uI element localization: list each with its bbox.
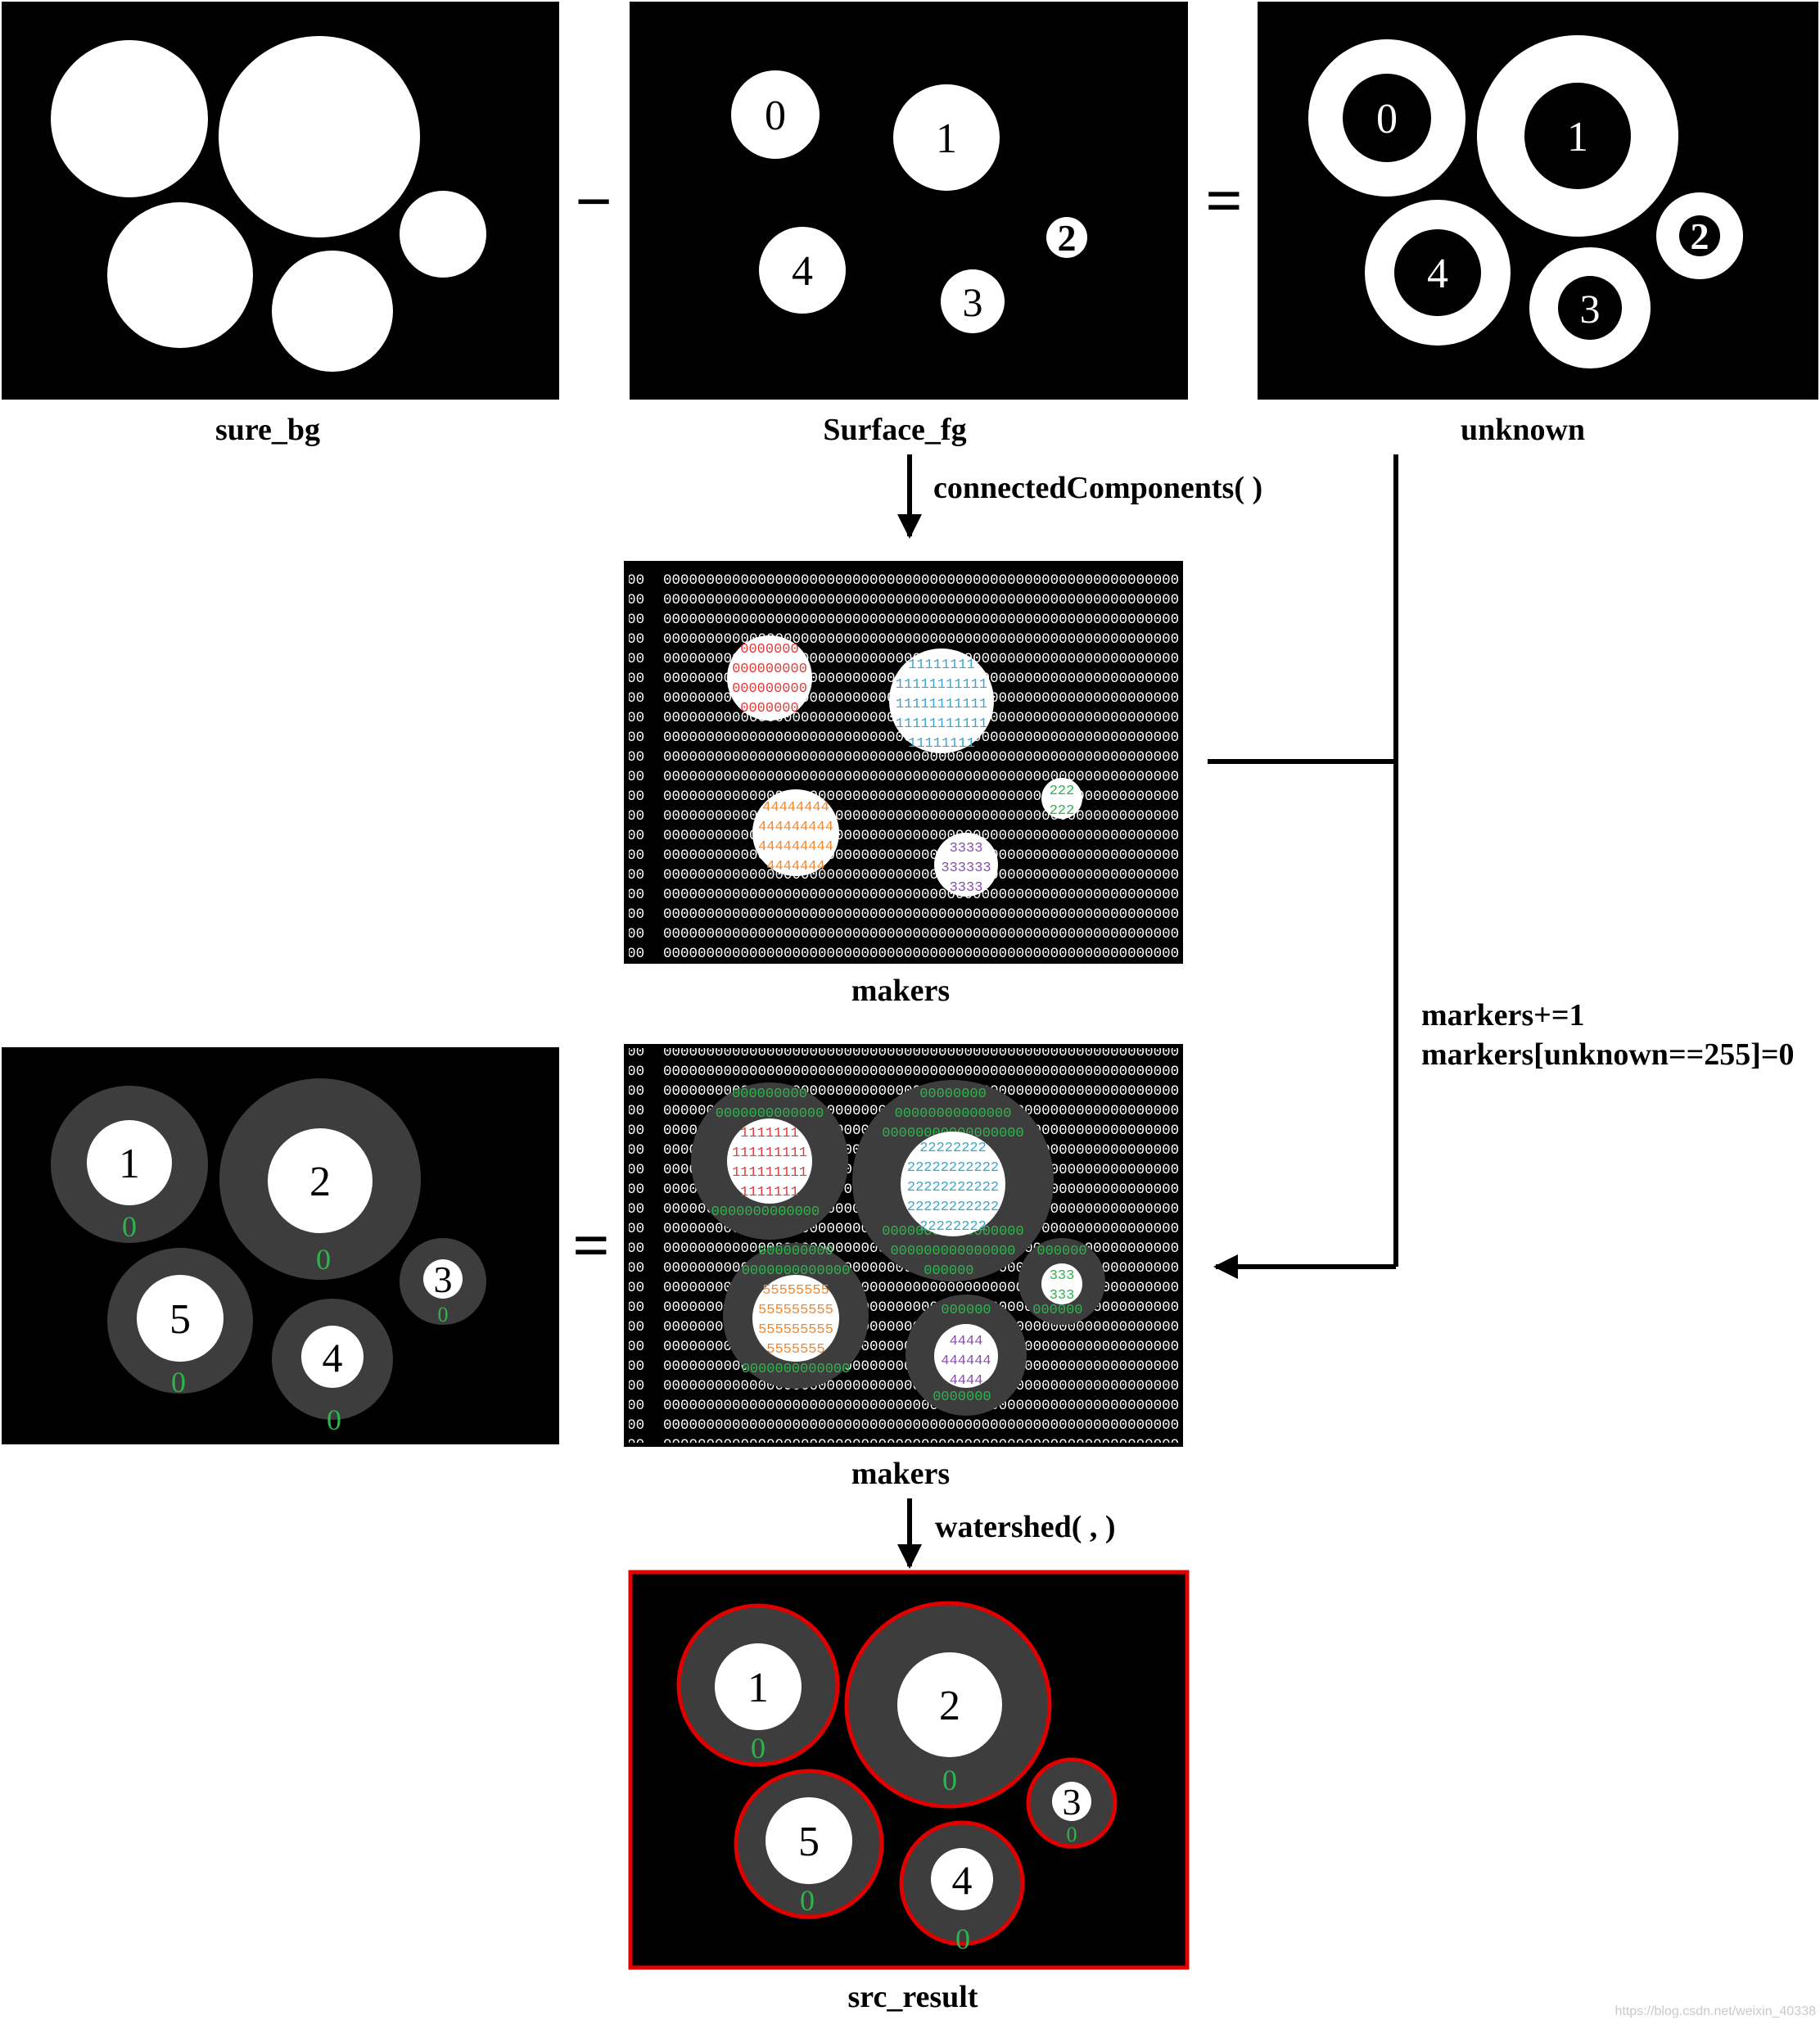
makers-2-region-4 bbox=[934, 1324, 998, 1388]
unknown-num-4: 4 bbox=[1427, 251, 1448, 297]
unknown-hole-4 bbox=[1394, 229, 1481, 316]
makers-2-region-1 bbox=[727, 1118, 812, 1204]
unknown-num-2: 2 bbox=[1691, 215, 1709, 257]
panel-surface-fg: 0 1 2 3 4 bbox=[630, 2, 1188, 400]
fg-num-2: 2 bbox=[1058, 217, 1077, 259]
src-core-1 bbox=[715, 1643, 802, 1730]
left-num-5: 5 bbox=[169, 1296, 191, 1343]
unknown-num-1: 1 bbox=[1567, 114, 1588, 160]
unknown-num-0: 0 bbox=[1376, 96, 1398, 142]
makers-2-region-3 bbox=[1041, 1263, 1082, 1304]
sure-bg-blob-1 bbox=[51, 40, 208, 197]
fg-blob-4 bbox=[759, 227, 846, 314]
src-num-4: 4 bbox=[952, 1857, 973, 1903]
sure-bg-blob-2 bbox=[219, 36, 420, 237]
panel-src-result: 1 0 2 0 3 0 4 0 5 0 bbox=[628, 1570, 1190, 1970]
makers-1-region-1 bbox=[889, 648, 994, 753]
left-num-1: 1 bbox=[119, 1141, 140, 1187]
src-core-5 bbox=[765, 1797, 852, 1884]
sure-bg-blob-5 bbox=[107, 202, 253, 348]
src-num-1: 1 bbox=[747, 1665, 769, 1711]
src-num-3: 3 bbox=[1063, 1781, 1082, 1823]
fg-num-0: 0 bbox=[765, 93, 786, 139]
makers-1-region-2 bbox=[1041, 778, 1082, 819]
panel-sure-bg bbox=[2, 2, 559, 400]
left-num-4: 4 bbox=[323, 1335, 343, 1381]
operator-minus: − bbox=[575, 166, 612, 238]
left-core-4 bbox=[301, 1326, 364, 1388]
panel-left-result: 1 0 2 0 3 0 4 0 5 0 bbox=[2, 1047, 559, 1444]
makers-1-zero-matrix bbox=[629, 565, 1179, 960]
src-num-2: 2 bbox=[939, 1683, 960, 1729]
left-core-1 bbox=[87, 1120, 172, 1205]
fg-blob-2 bbox=[1046, 217, 1087, 258]
src-core-2 bbox=[897, 1652, 1002, 1757]
left-core-3 bbox=[423, 1259, 463, 1299]
src-ring-label-2: 0 bbox=[942, 1764, 957, 1796]
unknown-num-3: 3 bbox=[1580, 286, 1601, 332]
src-ring-label-4: 0 bbox=[955, 1923, 970, 1955]
step-connected-components: connectedComponents( ) bbox=[933, 471, 1262, 505]
step-markers-line2: markers[unknown==255]=0 bbox=[1421, 1037, 1795, 1072]
label-makers-1: makers bbox=[851, 974, 950, 1008]
fg-blob-3 bbox=[941, 269, 1005, 333]
fg-num-4: 4 bbox=[792, 248, 813, 295]
unknown-hole-1 bbox=[1524, 83, 1631, 189]
operator-equals-2: = bbox=[572, 1210, 610, 1282]
label-src-result: src_result bbox=[847, 1980, 978, 2014]
operator-equals-1: = bbox=[1205, 165, 1243, 237]
unknown-hole-0 bbox=[1343, 74, 1431, 162]
step-watershed: watershed( , ) bbox=[935, 1510, 1116, 1544]
left-core-2 bbox=[268, 1128, 373, 1233]
src-ring-label-3: 0 bbox=[1067, 1823, 1077, 1846]
sure-bg-blob-3 bbox=[400, 191, 486, 278]
left-ring-label-1: 0 bbox=[122, 1210, 137, 1243]
left-num-3: 3 bbox=[434, 1259, 453, 1300]
left-ring-label-5: 0 bbox=[171, 1366, 186, 1399]
left-num-2: 2 bbox=[309, 1159, 331, 1205]
label-sure-bg: sure_bg bbox=[215, 413, 320, 447]
makers-2-region-5 bbox=[752, 1275, 839, 1362]
label-unknown: unknown bbox=[1461, 413, 1585, 447]
src-num-5: 5 bbox=[798, 1819, 820, 1865]
unknown-hole-3 bbox=[1558, 276, 1622, 340]
makers-1-region-4 bbox=[752, 789, 839, 876]
src-ring-label-5: 0 bbox=[800, 1884, 815, 1917]
left-core-5 bbox=[137, 1275, 224, 1362]
fg-blob-1 bbox=[893, 84, 1000, 191]
makers-1-region-0 bbox=[727, 635, 812, 721]
left-ring-label-3: 0 bbox=[438, 1303, 449, 1326]
label-surface-fg: Surface_fg bbox=[823, 413, 966, 447]
unknown-hole-2 bbox=[1679, 215, 1720, 256]
src-core-3 bbox=[1052, 1782, 1091, 1821]
src-core-4 bbox=[931, 1848, 993, 1910]
step-markers-line1: markers+=1 bbox=[1421, 998, 1584, 1033]
left-ring-label-4: 0 bbox=[327, 1403, 341, 1436]
fg-num-1: 1 bbox=[936, 115, 957, 162]
fg-blob-0 bbox=[731, 70, 820, 159]
makers-1-region-3 bbox=[934, 833, 998, 897]
panel-surface-fg-frame bbox=[630, 2, 1188, 400]
src-ring-label-1: 0 bbox=[751, 1732, 765, 1765]
sure-bg-blob-4 bbox=[272, 251, 393, 372]
label-makers-2: makers bbox=[851, 1457, 950, 1491]
panel-unknown: 0 1 2 3 4 bbox=[1258, 2, 1818, 400]
makers-2-region-2 bbox=[901, 1132, 1005, 1236]
watermark: https://blog.csdn.net/weixin_40338 bbox=[1615, 2004, 1817, 2018]
left-ring-label-2: 0 bbox=[316, 1243, 331, 1276]
fg-num-3: 3 bbox=[963, 279, 983, 325]
